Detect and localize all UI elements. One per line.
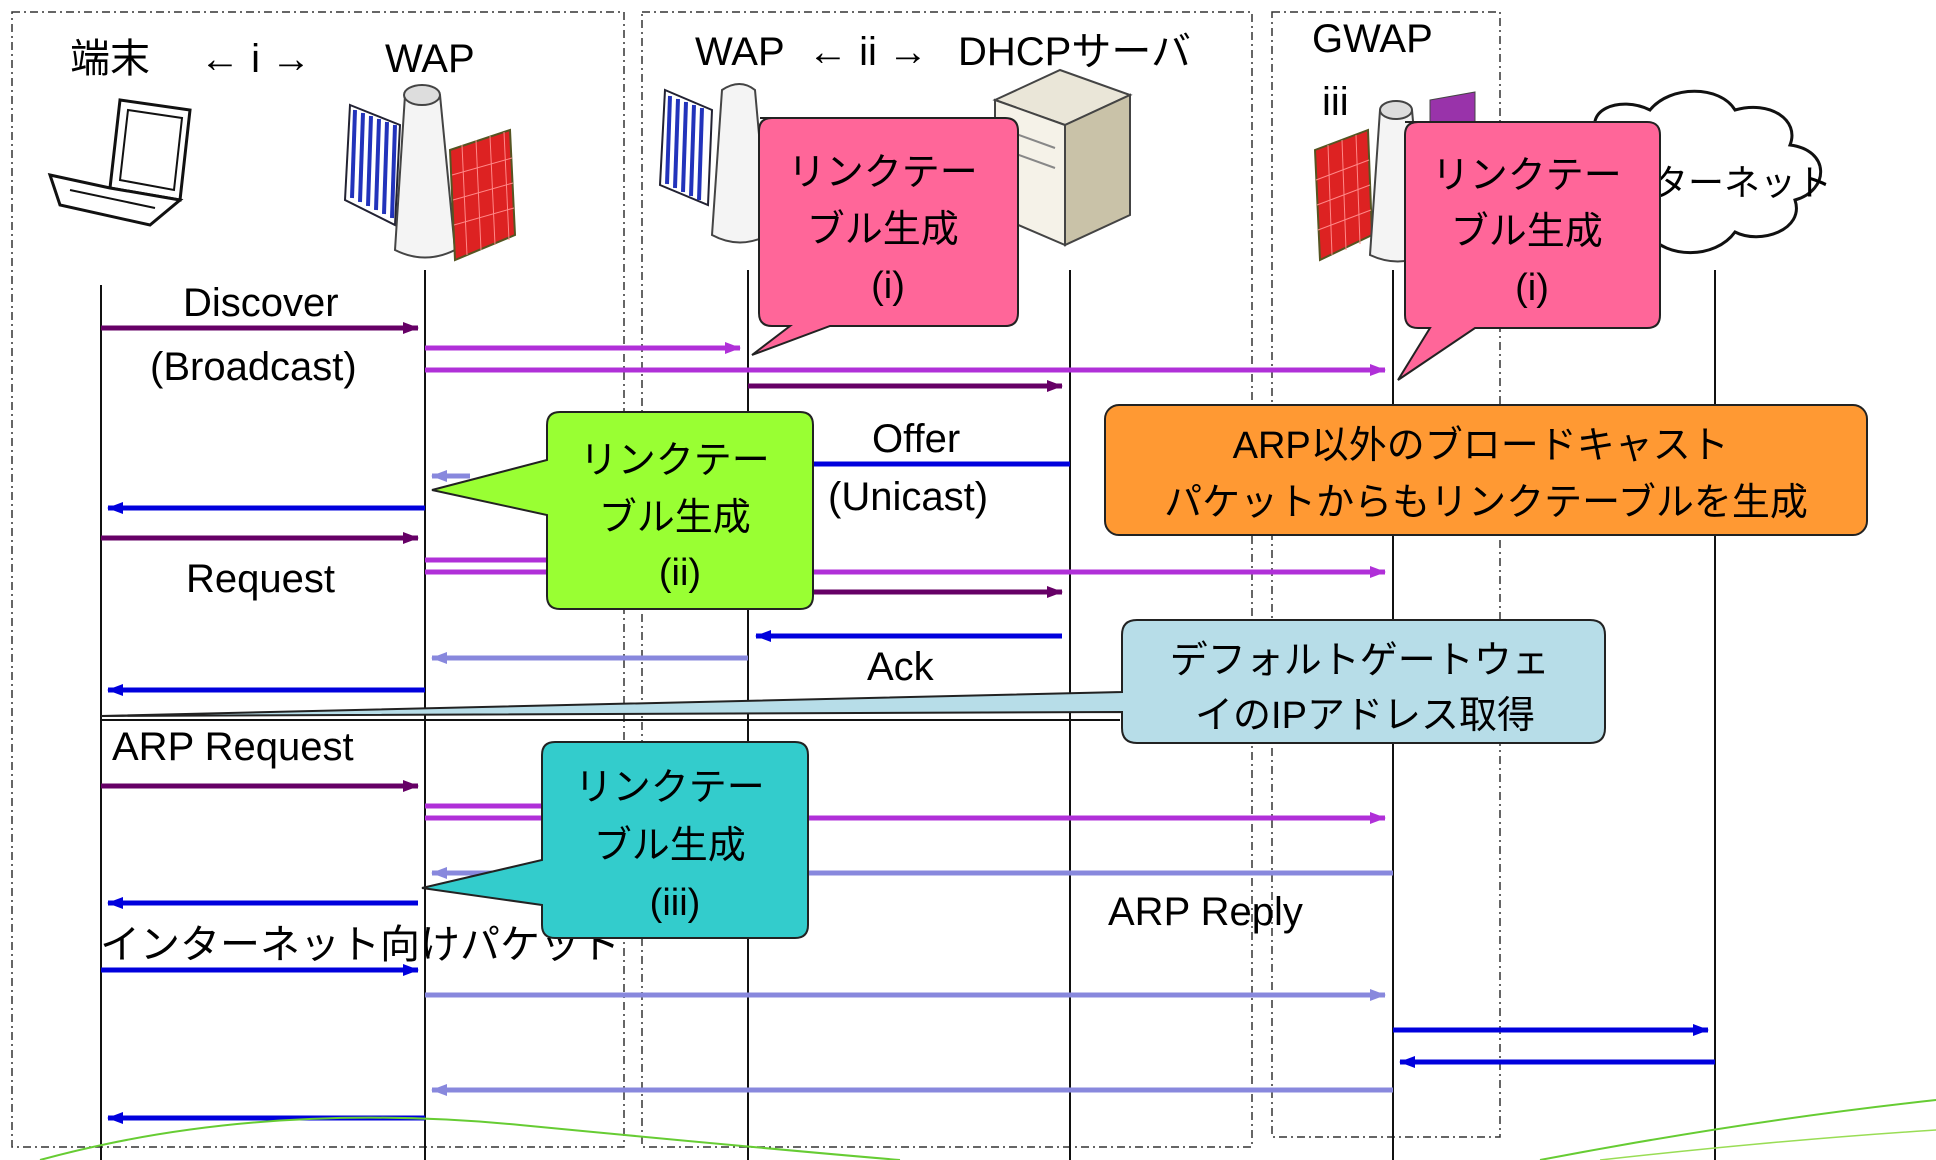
- note-gateway-line2: イのIPアドレス取得: [1195, 695, 1535, 737]
- callout-i-a-line3: (i): [871, 265, 905, 307]
- header-arrow-i: ← i →: [200, 37, 311, 81]
- decorative-swoosh-left: [39, 1116, 901, 1160]
- label-discover: Discover: [183, 281, 339, 325]
- callout-link-table-i-wap2: リンクテー ブル生成 (i): [751, 117, 1019, 356]
- label-request: Request: [186, 557, 335, 601]
- callout-i-a-line1: リンクテー: [788, 152, 978, 194]
- header-terminal: 端末: [70, 37, 150, 81]
- callout-i-a-line2: ブル生成: [807, 209, 959, 251]
- callout-iii-line1: リンクテー: [575, 767, 765, 809]
- svg-text:デフォルトゲートウェ イのIPアドレス取得: デフォルトゲートウェ イのIPアドレス取得: [1170, 640, 1561, 737]
- callout-link-table-ii: リンクテー ブル生成 (ii): [431, 411, 814, 610]
- callout-iii-line2: ブル生成: [594, 825, 746, 867]
- callout-ii-line1: リンクテー: [580, 440, 770, 482]
- svg-text:ARP以外のブロードキャスト パケットからもリン: ARP以外のブロードキャスト パケットからもリンクテーブルを生成: [1164, 425, 1808, 524]
- label-arp-request: ARP Request: [112, 725, 354, 769]
- callout-link-table-iii: リンクテー ブル生成 (iii): [421, 741, 809, 939]
- decorative-swoosh-right-2: [1599, 1129, 1936, 1160]
- label-ack: Ack: [867, 645, 935, 689]
- header-wap1: WAP: [385, 37, 475, 81]
- callout-i-b-line3: (i): [1515, 267, 1549, 309]
- svg-text:リンクテー ブル生成 (i): リンクテー ブル生成 (i): [788, 152, 989, 307]
- header-arrow-iii: iii: [1322, 80, 1349, 124]
- label-arp-reply: ARP Reply: [1108, 890, 1303, 934]
- header-gwap: GWAP: [1312, 17, 1433, 61]
- antenna-icon-wap1: [343, 84, 517, 262]
- label-discover-sub: (Broadcast): [150, 345, 357, 389]
- note-broadcast: ARP以外のブロードキャスト パケットからもリンクテーブルを生成: [1104, 404, 1868, 536]
- callout-ii-line2: ブル生成: [599, 497, 751, 539]
- note-gateway: デフォルトゲートウェ イのIPアドレス取得: [100, 619, 1606, 744]
- header-wap2: WAP: [695, 30, 785, 74]
- label-offer: Offer: [872, 417, 960, 461]
- decorative-swoosh-right: [1539, 1099, 1936, 1160]
- header-arrow-ii: ← ii →: [808, 30, 928, 74]
- svg-text:リンクテー ブル生成 (iii): リンクテー ブル生成 (iii): [575, 767, 776, 924]
- note-gateway-line1: デフォルトゲートウェ: [1170, 640, 1550, 682]
- label-offer-sub: (Unicast): [828, 475, 988, 519]
- label-internet-packet: インターネット向けパケット: [100, 923, 620, 967]
- svg-text:リンクテー ブル生成 (ii): リンクテー ブル生成 (ii): [580, 440, 781, 594]
- callout-link-table-i-gwap: リンクテー ブル生成 (i): [1397, 121, 1661, 381]
- callout-iii-line3: (iii): [650, 882, 701, 924]
- note-broadcast-line2: パケットからもリンクテーブルを生成: [1164, 482, 1808, 524]
- laptop-icon: [47, 98, 192, 227]
- callout-i-b-line2: ブル生成: [1451, 211, 1603, 253]
- note-broadcast-line1: ARP以外のブロードキャスト: [1233, 425, 1729, 467]
- callout-ii-line3: (ii): [659, 552, 701, 594]
- callout-i-b-line1: リンクテー: [1432, 155, 1622, 197]
- section-box-i: [11, 11, 625, 1148]
- header-dhcp: DHCPサーバ: [958, 30, 1191, 74]
- svg-text:リンクテー ブル生成 (i): リンクテー ブル生成 (i): [1432, 155, 1633, 309]
- antenna-icon-wap2: [658, 83, 770, 244]
